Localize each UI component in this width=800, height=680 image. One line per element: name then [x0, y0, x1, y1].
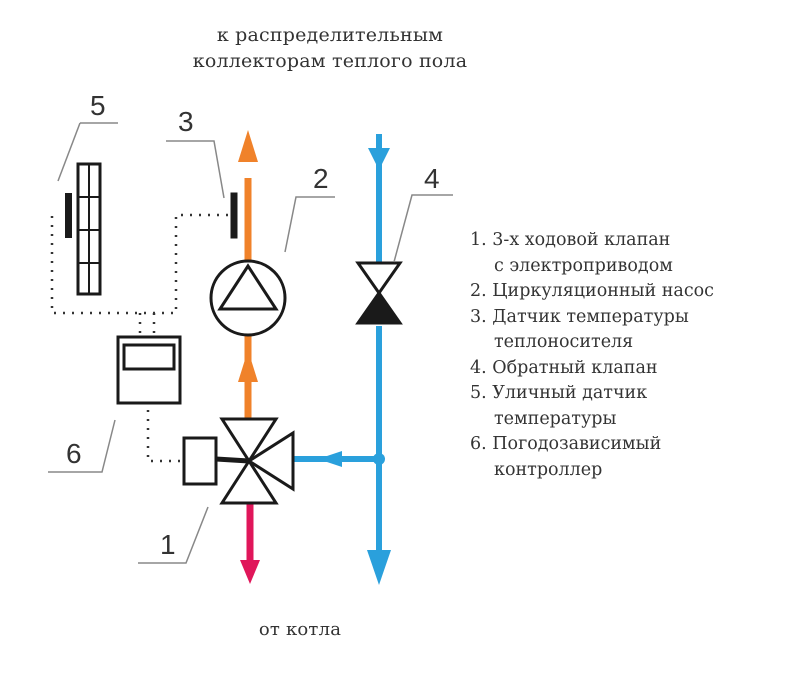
return-arrow-bottom-icon [367, 550, 391, 585]
valve-side-triangle-icon [246, 430, 295, 492]
callout-6: 6 [66, 438, 82, 469]
supply-arrow-top-icon [238, 130, 258, 162]
legend: 1. 3-х ходовой клапан с электроприводом … [470, 228, 790, 483]
callout-3: 3 [178, 106, 194, 137]
callout-5: 5 [90, 90, 106, 121]
supply-arrow-mid-icon [238, 350, 258, 382]
top-caption: к распределительным коллекторам теплого … [160, 22, 500, 74]
check-valve-filled-half-icon [355, 290, 403, 325]
callout-1: 1 [160, 529, 176, 560]
boiler-inlet-pipe [240, 500, 260, 584]
top-caption-line-2: коллекторам теплого пола [192, 50, 468, 72]
junction-dot [373, 453, 385, 465]
bypass-arrow-icon [318, 451, 342, 467]
outdoor-sensor-icon [65, 193, 72, 238]
check-valve [355, 261, 403, 325]
callout-lines [48, 122, 453, 564]
valve-top-triangle-icon [219, 417, 279, 464]
bottom-caption: от котла [258, 619, 342, 640]
return-pipe [292, 134, 391, 585]
legend-item-3: 3. Датчик температуры теплоносителя [470, 306, 689, 353]
three-way-valve [182, 417, 295, 505]
legend-item-1: 1. 3-х ходовой клапан с электроприводом [470, 230, 673, 276]
circulation-pump [209, 259, 287, 337]
top-caption-line-1: к распределительным [216, 24, 444, 46]
supply-pipe [238, 130, 258, 420]
signal-wires [50, 213, 228, 463]
callout-4: 4 [424, 163, 440, 194]
pump-triangle-icon [217, 263, 279, 311]
actuator-icon [182, 436, 218, 486]
return-arrow-top-icon [368, 148, 390, 170]
wire-sensors [50, 213, 228, 315]
callout-2: 2 [313, 163, 329, 194]
actuator-stem [215, 456, 250, 464]
outdoor-sensor [65, 162, 102, 296]
check-valve-open-half-icon [355, 261, 403, 296]
controller-display-icon [122, 343, 176, 371]
weather-controller [116, 335, 182, 405]
valve-bottom-triangle-icon [219, 458, 279, 505]
pump-circle-icon [209, 259, 287, 337]
boiler-arrow-icon [240, 560, 260, 584]
supply-sensor-icon [230, 192, 238, 239]
legend-item-5: 5. Уличный датчик температуры [470, 383, 648, 429]
wire-actuator [146, 410, 184, 463]
legend-item-2: 2. Циркуляционный насос [470, 281, 714, 301]
legend-item-6: 6. Погодозависимый контроллер [470, 434, 662, 480]
legend-item-4: 4. Обратный клапан [470, 357, 658, 378]
